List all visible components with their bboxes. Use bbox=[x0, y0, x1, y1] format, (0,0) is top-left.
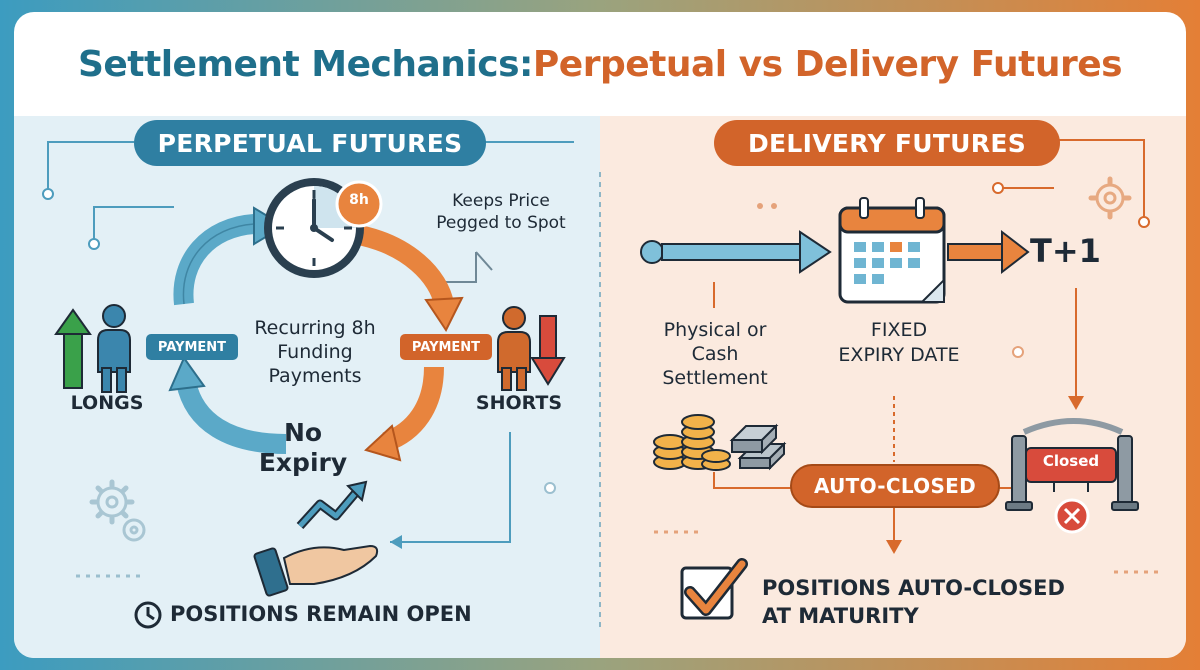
cycle-line3: Payments bbox=[268, 365, 362, 387]
page-title: Settlement Mechanics: Perpetual vs Deliv… bbox=[14, 12, 1186, 116]
delivery-heading: DELIVERY FUTURES bbox=[714, 120, 1060, 166]
cycle-caption: Recurring 8h Funding Payments bbox=[240, 316, 390, 388]
closed-sign: Closed bbox=[1042, 452, 1100, 470]
no-expiry-line2: Expiry bbox=[258, 448, 348, 477]
diagram-artwork bbox=[42, 139, 1164, 632]
gear-icon bbox=[1095, 183, 1125, 213]
title-right: Perpetual vs Delivery Futures bbox=[532, 43, 1123, 85]
perpetual-footer: POSITIONS REMAIN OPEN bbox=[170, 602, 472, 626]
infographic-frame: Settlement Mechanics: Perpetual vs Deliv… bbox=[14, 12, 1186, 658]
calendar-icon bbox=[838, 197, 946, 304]
longs-person-icon bbox=[54, 304, 131, 393]
t-plus-one: T+1 bbox=[1030, 232, 1101, 270]
settlement-line3: Settlement bbox=[662, 367, 768, 389]
expiry-line1: FIXED bbox=[870, 319, 928, 341]
title-left: Settlement Mechanics: bbox=[77, 43, 533, 85]
barrier-icon bbox=[1005, 418, 1139, 511]
clock-badge-circle bbox=[335, 180, 383, 228]
cycle-line2: Funding bbox=[277, 341, 353, 363]
peg-note-line1: Keeps Price bbox=[452, 191, 550, 211]
shorts-label: SHORTS bbox=[475, 392, 563, 414]
open-hand-icon bbox=[253, 544, 379, 597]
timeline-arrow-icon bbox=[640, 230, 832, 274]
delivery-footer-line2: AT MATURITY bbox=[762, 604, 919, 628]
right-connectors bbox=[713, 139, 1145, 489]
delivery-footer-line1: POSITIONS AUTO-CLOSED bbox=[762, 576, 1065, 600]
expiry-caption: FIXED EXPIRY DATE bbox=[814, 318, 984, 368]
perpetual-heading: PERPETUAL FUTURES bbox=[134, 120, 486, 166]
clock-badge: 8h bbox=[349, 192, 369, 208]
metal-bars-icon bbox=[729, 423, 787, 471]
peg-note-line2: Pegged to Spot bbox=[436, 213, 566, 233]
no-expiry-label: No Expiry bbox=[248, 418, 358, 478]
settlement-line2: Cash bbox=[691, 343, 739, 365]
auto-closed-badge: AUTO-CLOSED bbox=[790, 464, 1000, 508]
cycle-line1: Recurring 8h bbox=[254, 317, 376, 339]
no-expiry-line1: No bbox=[283, 418, 323, 447]
settlement-line1: Physical or bbox=[663, 319, 767, 341]
rising-chart-icon bbox=[296, 480, 368, 530]
coins-icon bbox=[653, 414, 731, 471]
peg-note: Keeps Price Pegged to Spot bbox=[416, 190, 586, 234]
timeline-orange-arrow-icon bbox=[947, 229, 1030, 275]
checkbox-checked-icon bbox=[680, 558, 748, 620]
delivery-footer: POSITIONS AUTO-CLOSED AT MATURITY bbox=[762, 574, 1122, 630]
longs-label: LONGS bbox=[70, 392, 144, 414]
expiry-line2: EXPIRY DATE bbox=[838, 344, 960, 366]
shorts-person-icon bbox=[497, 306, 566, 391]
payment-tag-left: PAYMENT bbox=[146, 334, 238, 360]
cancel-icon bbox=[1054, 498, 1090, 534]
payment-tag-right: PAYMENT bbox=[400, 334, 492, 360]
settlement-caption: Physical or Cash Settlement bbox=[640, 318, 790, 390]
small-clock-icon bbox=[134, 601, 162, 629]
